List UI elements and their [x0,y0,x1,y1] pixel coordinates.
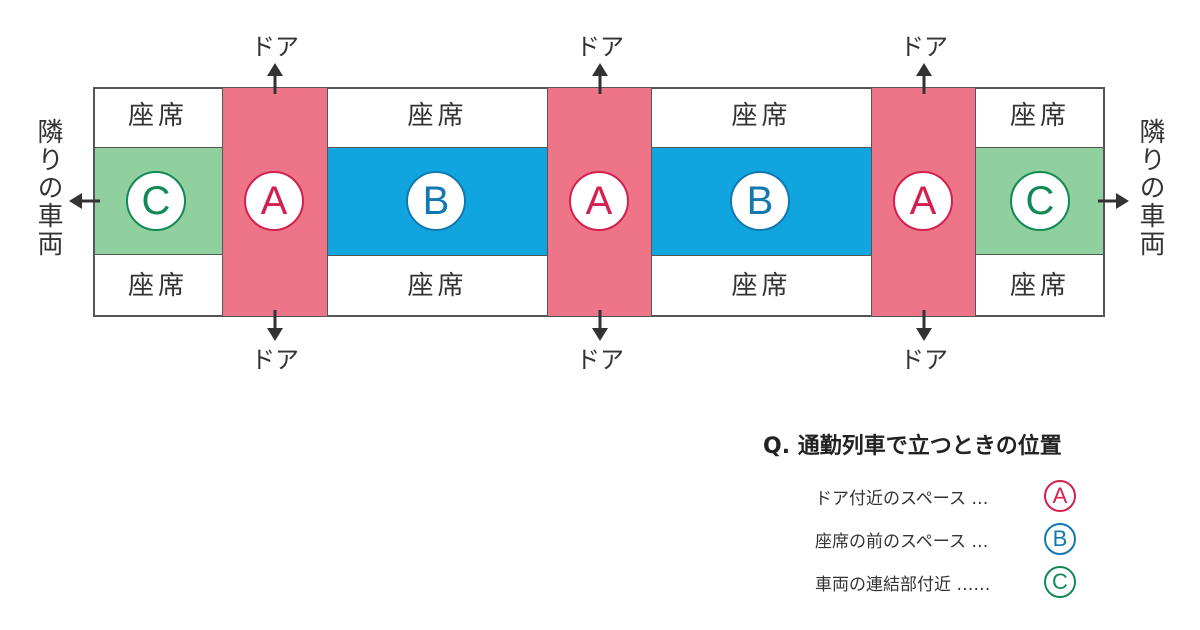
arrow-down-icon [592,310,608,341]
legend-item-c-text: 車両の連結部付近 …… [815,575,991,595]
zone-c-badge: C [1010,171,1070,231]
seat-label: 座席 [407,271,468,301]
seat-divider [327,255,548,256]
arrow-left-icon [69,193,100,209]
door-label-top: ドア [900,33,948,61]
legend-item-c-badge: C [1044,566,1076,598]
legend-item-b-text: 座席の前のスペース … [815,532,989,552]
arrow-up-icon [267,63,283,94]
arrow-down-icon [267,310,283,341]
zone-a-badge: A [569,171,629,231]
seat-label: 座席 [1009,271,1070,301]
arrow-up-icon [592,63,608,94]
adjacent-car-label-left: 隣りの車両 [33,118,63,258]
seat-label: 座席 [127,101,188,131]
door-label-bottom: ドア [576,346,624,374]
seat-label: 座席 [731,101,792,131]
arrow-right-icon [1098,193,1129,209]
legend-item-a-text: ドア付近のスペース … [815,489,989,509]
door-label-top: ドア [576,33,624,61]
adjacent-car-label-right: 隣りの車両 [1135,118,1165,258]
legend-title: Q. 通勤列車で立つときの位置 [763,434,1062,459]
seat-divider [651,255,872,256]
seat-label: 座席 [407,101,468,131]
seat-divider [651,147,872,148]
door-label-top: ドア [251,33,299,61]
legend-item-b-badge: B [1044,523,1076,555]
zone-a-badge: A [893,171,953,231]
arrow-down-icon [916,310,932,341]
seat-label: 座席 [1009,101,1070,131]
seat-label: 座席 [731,271,792,301]
zone-b-badge: B [730,171,790,231]
seat-divider [327,147,548,148]
door-label-bottom: ドア [251,346,299,374]
zone-c-badge: C [126,171,186,231]
zone-b-badge: B [406,171,466,231]
door-label-bottom: ドア [900,346,948,374]
seat-label: 座席 [127,271,188,301]
legend-item-a-badge: A [1044,480,1076,512]
arrow-up-icon [916,63,932,94]
zone-a-badge: A [244,171,304,231]
